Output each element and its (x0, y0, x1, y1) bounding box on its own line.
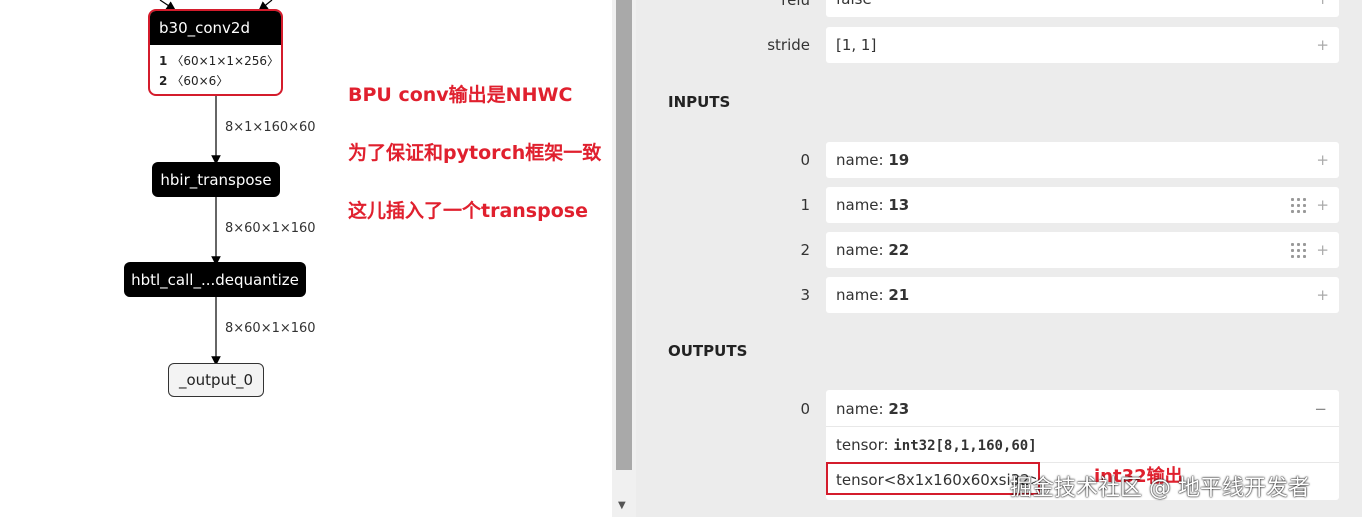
input-index-0: 0 (800, 151, 810, 169)
tensor-prefix: tensor: (836, 436, 889, 454)
outputs-section-title: OUTPUTS (668, 342, 748, 360)
input-index-3: 3 (800, 286, 810, 304)
conv2d-bias-row: 2〈60×6〉 (150, 71, 281, 91)
edge-in-right (258, 0, 273, 11)
attr-value-relu: false (836, 0, 872, 8)
highlight-box (826, 462, 1040, 495)
expand-icon[interactable]: + (1316, 0, 1329, 17)
input-name-value: 13 (888, 196, 910, 214)
attr-label-relu: relu (781, 0, 810, 9)
annotation-transpose: 这儿插入了一个transpose (348, 200, 588, 222)
watermark: 掘金技术社区 @ 地平线开发者 (1010, 476, 1310, 501)
input-name-prefix: name: (836, 241, 884, 259)
tensor-type: int32[8,1,160,60] (893, 438, 1037, 454)
edge-label-3: 8×60×1×160 (225, 321, 316, 336)
graph-canvas[interactable]: b30_conv2d 1〈60×1×1×256〉 2〈60×6〉 8×1×160… (0, 0, 612, 517)
conv2d-node-title: b30_conv2d (150, 11, 281, 45)
input-field-0[interactable]: name: 19 + (826, 142, 1339, 178)
input-index-2: 2 (800, 241, 810, 259)
expand-icon[interactable]: + (1316, 241, 1329, 259)
bias-index: 2 (159, 74, 168, 88)
drag-grip-icon[interactable] (1291, 198, 1307, 214)
expand-icon[interactable]: + (1316, 286, 1329, 304)
output-name-value: 23 (888, 400, 910, 418)
output-name-row: name: 23 − (826, 391, 1339, 427)
input-field-2[interactable]: name: 22 + (826, 232, 1339, 268)
edge-label-2: 8×60×1×160 (225, 221, 316, 236)
transpose-node[interactable]: hbir_transpose (152, 162, 280, 197)
expand-icon[interactable]: + (1316, 196, 1329, 214)
attr-field-relu[interactable]: false + (826, 0, 1339, 17)
output-node[interactable]: _output_0 (168, 363, 264, 397)
divider (826, 462, 1339, 463)
attr-field-stride[interactable]: [1, 1] + (826, 27, 1339, 63)
input-name-value: 21 (888, 286, 910, 304)
scrollbar-thumb[interactable] (616, 0, 632, 470)
input-field-1[interactable]: name: 13 + (826, 187, 1339, 223)
tensor-detail: tensor<8x1x160x60xsi32> (836, 471, 1036, 489)
divider (826, 426, 1339, 427)
output-field-0[interactable]: name: 23 − tensor: int32[8,1,160,60] ten… (826, 390, 1339, 500)
expand-icon[interactable]: + (1316, 36, 1329, 54)
collapse-icon[interactable]: − (1314, 400, 1327, 418)
input-field-3[interactable]: name: 21 + (826, 277, 1339, 313)
annotation-int32: int32输出 (1094, 466, 1183, 487)
weight-index: 1 (159, 54, 168, 68)
drag-grip-icon[interactable] (1291, 243, 1307, 259)
inputs-section-title: INPUTS (668, 93, 731, 111)
output-tensor-detail-row: tensor<8x1x160x60xsi32> (826, 462, 1036, 498)
bias-shape: 〈60×6〉 (171, 74, 229, 88)
scroll-down-arrow-icon[interactable]: ▼ (618, 500, 626, 511)
conv2d-node[interactable]: b30_conv2d 1〈60×1×1×256〉 2〈60×6〉 (148, 9, 283, 96)
input-name-value: 22 (888, 241, 910, 259)
input-index-1: 1 (800, 196, 810, 214)
output-name-prefix: name: (836, 400, 884, 418)
graph-scrollbar[interactable]: ▼ (612, 0, 636, 517)
attr-label-stride: stride (767, 36, 810, 54)
graph-edges (159, 0, 273, 366)
attr-value-stride: [1, 1] (836, 36, 877, 54)
input-name-prefix: name: (836, 196, 884, 214)
output-tensor-row: tensor: int32[8,1,160,60] (826, 427, 1339, 463)
input-name-prefix: name: (836, 151, 884, 169)
annotation-nhwc: BPU conv输出是NHWC (348, 84, 573, 106)
expand-icon[interactable]: + (1316, 151, 1329, 169)
input-name-prefix: name: (836, 286, 884, 304)
edge-label-1: 8×1×160×60 (225, 120, 316, 135)
dequantize-node[interactable]: hbtl_call_...dequantize (124, 262, 306, 297)
output-index-0: 0 (800, 400, 810, 418)
edge-in-left (159, 0, 176, 11)
input-name-value: 19 (888, 151, 910, 169)
weight-shape: 〈60×1×1×256〉 (171, 54, 279, 68)
conv2d-weight-row: 1〈60×1×1×256〉 (150, 51, 281, 71)
annotation-pytorch: 为了保证和pytorch框架一致 (348, 142, 602, 164)
